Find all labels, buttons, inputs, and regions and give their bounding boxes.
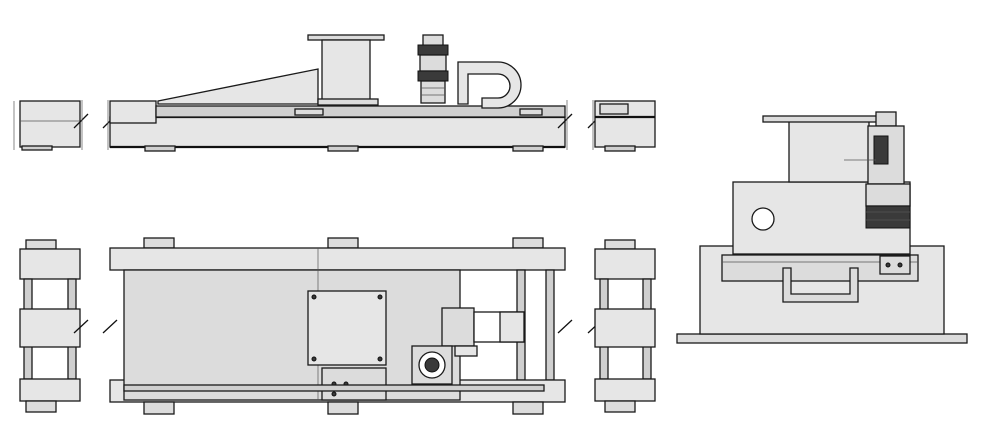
side-motor xyxy=(417,34,449,104)
plan-motor-assembly xyxy=(411,307,525,385)
side-cable-loop xyxy=(457,61,522,109)
side-main-rail xyxy=(109,100,566,152)
top-plan-view xyxy=(19,237,656,415)
side-rail-left-stub xyxy=(13,100,81,151)
plan-rack xyxy=(123,384,545,392)
end-handle xyxy=(782,267,859,303)
plan-rail-right-stub xyxy=(594,239,656,413)
plan-rail-left-stub xyxy=(19,239,81,413)
end-base xyxy=(676,245,968,344)
side-rail-right-stub xyxy=(594,100,656,152)
plan-break-mark-left xyxy=(73,319,118,334)
side-pedestal xyxy=(307,34,385,106)
side-sloped-cover xyxy=(157,68,319,105)
plan-carriage xyxy=(123,248,461,401)
end-motor xyxy=(844,111,911,275)
side-elevation-view xyxy=(13,34,656,152)
end-elevation-view xyxy=(676,111,968,344)
